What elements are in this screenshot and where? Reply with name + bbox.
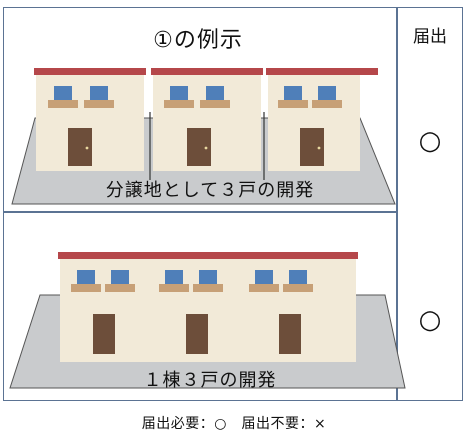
diagram-title: ①の例示 [153, 28, 243, 53]
terraced-building [58, 252, 358, 362]
row-2-label: １棟３戸の開発 [143, 370, 277, 391]
legend-note: 届出必要：○ 届出不要：× [141, 416, 327, 432]
house-1 [34, 68, 146, 171]
row-1-notification-mark: ○ [418, 126, 442, 156]
row-divider [3, 211, 396, 213]
row-1-label: 分譲地として３戸の開発 [105, 180, 315, 201]
column-divider [396, 7, 398, 401]
table-frame [3, 7, 463, 401]
notification-column-header: 届出 [413, 27, 447, 47]
row-2-notification-mark: ○ [418, 305, 442, 335]
house-2 [151, 68, 263, 171]
house-3 [266, 68, 378, 171]
